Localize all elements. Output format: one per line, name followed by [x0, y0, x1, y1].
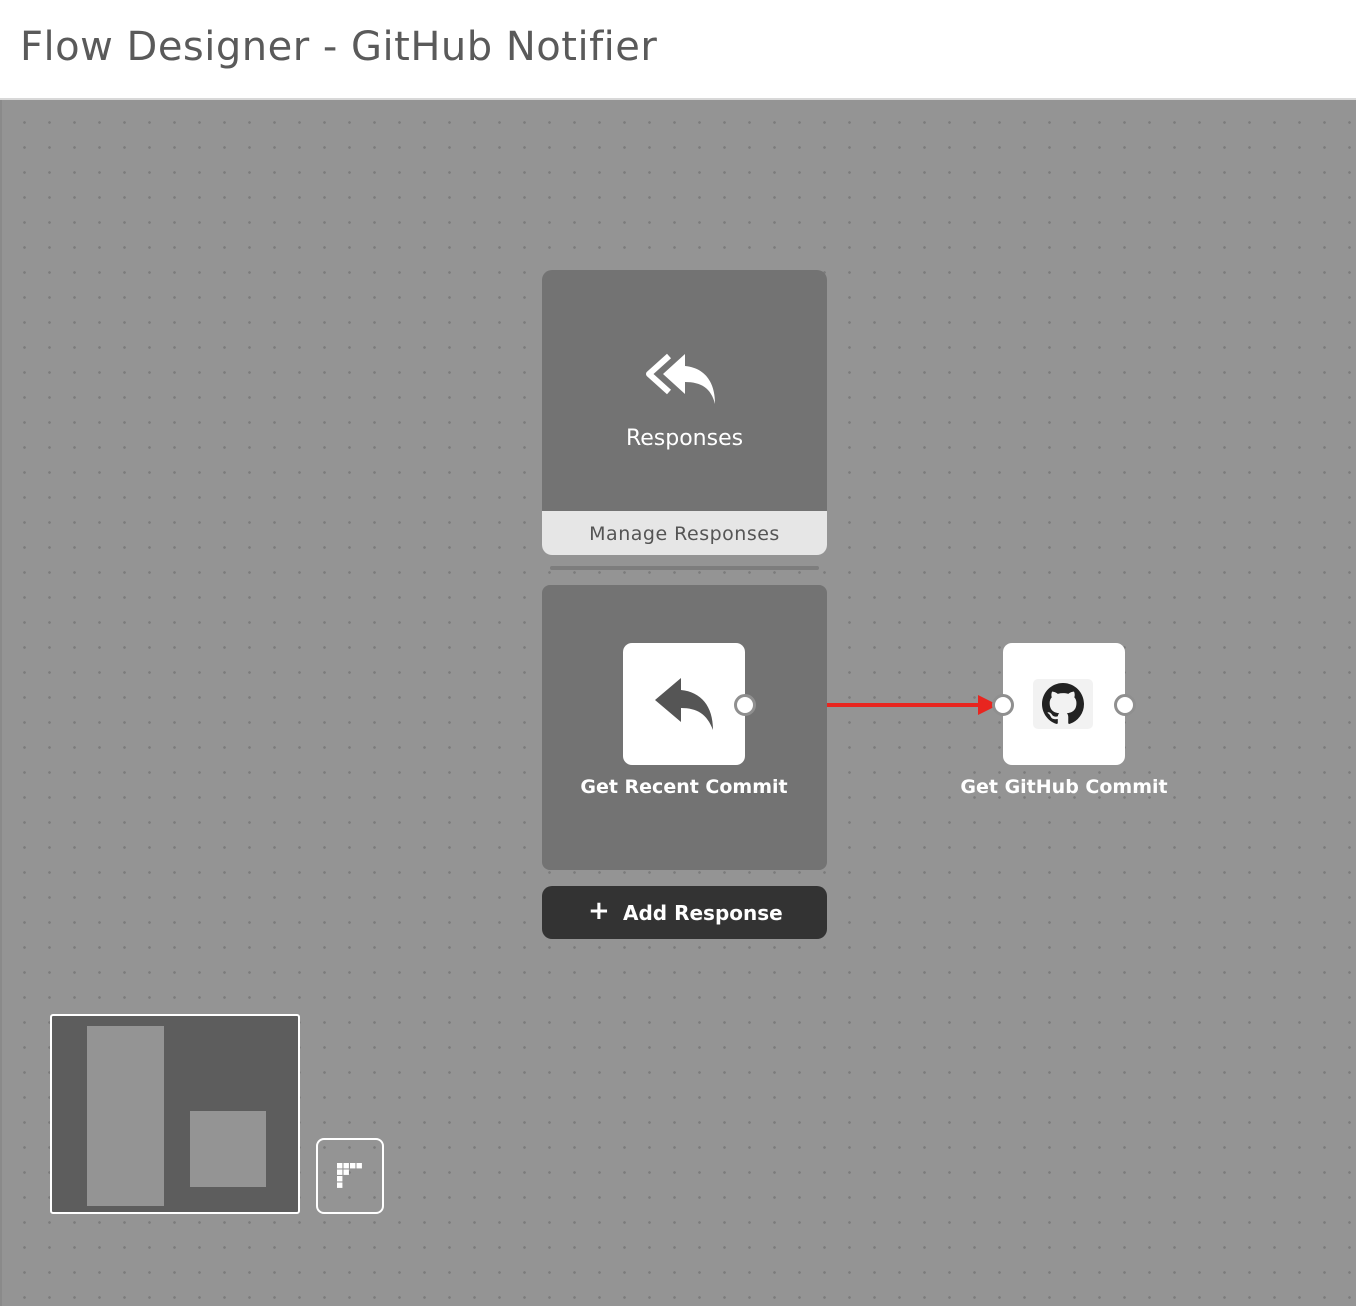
- manage-responses-button[interactable]: Manage Responses: [542, 511, 827, 555]
- page-title: Flow Designer - GitHub Notifier: [20, 24, 658, 70]
- minimap-node: [87, 1026, 164, 1206]
- flow-canvas[interactable]: Responses Manage Responses Get Recent Co…: [0, 100, 1356, 1306]
- plus-icon: +: [588, 896, 610, 926]
- github-icon-tile: [1033, 679, 1093, 729]
- node-get-github-commit[interactable]: [1003, 643, 1125, 765]
- node-input-port[interactable]: [992, 694, 1014, 716]
- add-response-label: Add Response: [623, 901, 783, 925]
- panel-divider: [550, 566, 819, 570]
- responses-panel[interactable]: Responses Manage Responses: [542, 270, 827, 555]
- node-get-recent-commit[interactable]: [623, 643, 745, 765]
- node-label: Get Recent Commit: [580, 776, 788, 798]
- node-label: Get GitHub Commit: [960, 776, 1168, 798]
- add-response-button[interactable]: + Add Response: [542, 886, 827, 939]
- responses-title: Responses: [625, 426, 744, 451]
- node-output-port[interactable]: [734, 694, 756, 716]
- layout-grid-icon: [337, 1163, 362, 1188]
- reply-icon: [655, 678, 713, 730]
- github-icon: [1042, 683, 1084, 724]
- auto-layout-button[interactable]: [316, 1138, 384, 1214]
- minimap-node: [190, 1111, 266, 1187]
- node-output-port[interactable]: [1114, 694, 1136, 716]
- app-header: Flow Designer - GitHub Notifier: [0, 0, 1356, 100]
- reply-all-icon: [646, 353, 715, 404]
- minimap[interactable]: [50, 1014, 300, 1214]
